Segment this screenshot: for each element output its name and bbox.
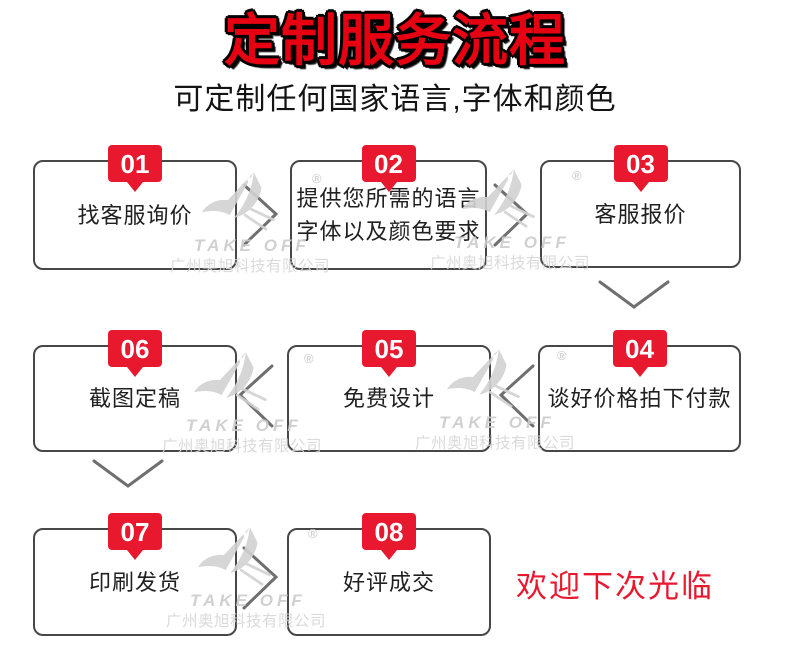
step-number-badge: 04	[612, 330, 667, 367]
step-number: 07	[120, 516, 150, 547]
welcome-note: 欢迎下次光临	[516, 569, 714, 604]
arrow-right-icon	[493, 183, 531, 247]
step-number-badge: 05	[362, 330, 416, 367]
arrow-right-icon	[242, 183, 280, 247]
step-label: 截图定稿	[88, 386, 181, 411]
step-number: 01	[120, 148, 150, 179]
step-box-06: 06 截图定稿	[33, 330, 237, 452]
step-number-badge: 08	[362, 513, 416, 550]
step-label: 印刷发货	[88, 569, 181, 595]
page-title: 定制服务流程	[224, 9, 566, 72]
step-number: 02	[374, 148, 403, 179]
step-number: 04	[625, 333, 654, 364]
step-label: 谈好价格拍下付款	[547, 386, 732, 411]
step-box-03: 03 客服报价	[540, 145, 741, 268]
page-subtitle: 可定制任何国家语言,字体和颜色	[173, 82, 617, 116]
step-number: 08	[374, 516, 404, 547]
step-number: 06	[120, 333, 150, 364]
header: 定制服务流程 可定制任何国家语言,字体和颜色	[0, 0, 790, 118]
step-label: 客服报价	[594, 201, 687, 227]
step-box-08: 08 好评成交	[287, 513, 491, 636]
step-box-01: 01 找客服询价	[33, 145, 237, 270]
step-box-02: 02 提供您所需的语言 字体以及颜色要求	[290, 145, 487, 270]
step-label: 免费设计	[342, 386, 435, 411]
step-number: 05	[374, 333, 404, 364]
step-number-badge: 01	[108, 145, 162, 182]
step-box-05: 05 免费设计	[287, 330, 491, 452]
arrow-down-icon	[92, 459, 164, 489]
step-number-badge: 03	[613, 145, 668, 182]
step-number-badge: 07	[108, 513, 162, 550]
step-box-07: 07 印刷发货	[33, 513, 237, 636]
step-number-badge: 02	[361, 145, 416, 182]
arrow-left-icon	[497, 364, 535, 428]
arrow-down-icon	[598, 280, 670, 310]
arrow-right-icon	[242, 546, 280, 610]
step-label: 好评成交	[342, 569, 435, 595]
step-label: 找客服询价	[77, 202, 193, 228]
step-box-04: 04 谈好价格拍下付款	[538, 330, 741, 452]
step-number: 03	[626, 148, 655, 179]
step-number-badge: 06	[108, 330, 162, 367]
arrow-left-icon	[236, 364, 274, 428]
